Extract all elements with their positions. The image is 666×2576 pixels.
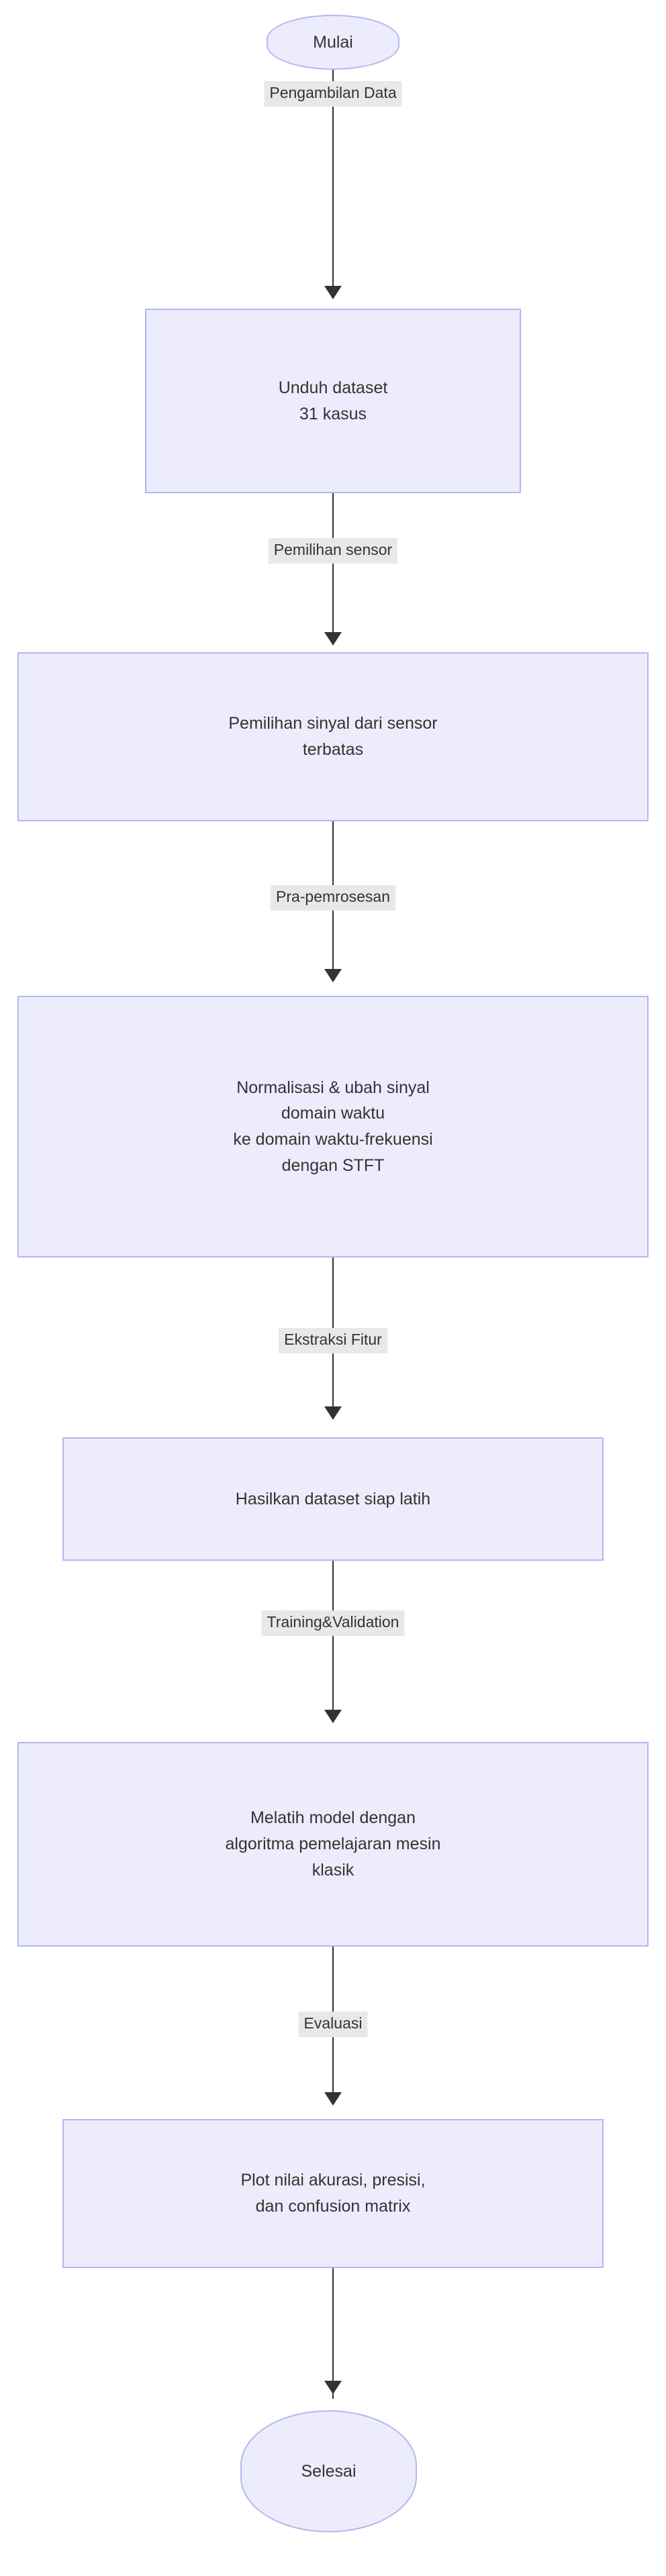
edge-arrow-plot-selesai <box>324 2381 342 2394</box>
edge-label-training-validation: Training&Validation <box>261 1610 405 1636</box>
edge-line-mulai-unduh <box>332 70 334 291</box>
edge-line-plot-selesai <box>332 2268 334 2399</box>
node-mulai[interactable]: Mulai <box>267 15 399 70</box>
node-plot-evaluasi[interactable]: Plot nilai akurasi, presisi, dan confusi… <box>62 2119 604 2268</box>
node-melatih-model[interactable]: Melatih model dengan algoritma pemelajar… <box>17 1742 649 1947</box>
node-hasilkan-dataset-label: Hasilkan dataset siap latih <box>235 1489 431 1508</box>
edge-line-hasilkan-melatih <box>332 1561 334 1715</box>
edge-arrow-melatih-plot <box>324 2092 342 2106</box>
node-melatih-model-label: Melatih model dengan algoritma pemelajar… <box>225 1808 441 1879</box>
edge-line-unduh-pemilihan <box>332 493 334 637</box>
node-unduh-dataset-label: Unduh dataset 31 kasus <box>278 378 388 423</box>
edge-label-pra-pemrosesan: Pra-pemrosesan <box>270 885 396 911</box>
node-normalisasi-stft[interactable]: Normalisasi & ubah sinyal domain waktu k… <box>17 996 649 1257</box>
node-pemilihan-sinyal-label: Pemilihan sinyal dari sensor terbatas <box>228 714 438 759</box>
node-normalisasi-stft-label: Normalisasi & ubah sinyal domain waktu k… <box>233 1078 433 1175</box>
edge-arrow-unduh-pemilihan <box>324 632 342 646</box>
node-pemilihan-sinyal[interactable]: Pemilihan sinyal dari sensor terbatas <box>17 652 649 821</box>
edge-arrow-hasilkan-melatih <box>324 1710 342 1723</box>
edge-label-pemilihan-sensor: Pemilihan sensor <box>268 538 398 564</box>
node-unduh-dataset[interactable]: Unduh dataset 31 kasus <box>145 309 521 493</box>
edge-label-ekstraksi-fitur: Ekstraksi Fitur <box>279 1328 387 1353</box>
node-hasilkan-dataset[interactable]: Hasilkan dataset siap latih <box>62 1437 604 1561</box>
node-plot-evaluasi-label: Plot nilai akurasi, presisi, dan confusi… <box>240 2171 426 2216</box>
node-selesai-label: Selesai <box>301 2461 356 2481</box>
edge-arrow-normalisasi-hasilkan <box>324 1406 342 1420</box>
edge-arrow-mulai-unduh <box>324 286 342 299</box>
edge-label-evaluasi: Evaluasi <box>298 2012 368 2037</box>
edge-label-pengambilan-data: Pengambilan Data <box>264 81 402 107</box>
node-selesai[interactable]: Selesai <box>240 2410 417 2532</box>
edge-arrow-pemilihan-normalisasi <box>324 969 342 982</box>
node-mulai-label: Mulai <box>313 32 353 52</box>
